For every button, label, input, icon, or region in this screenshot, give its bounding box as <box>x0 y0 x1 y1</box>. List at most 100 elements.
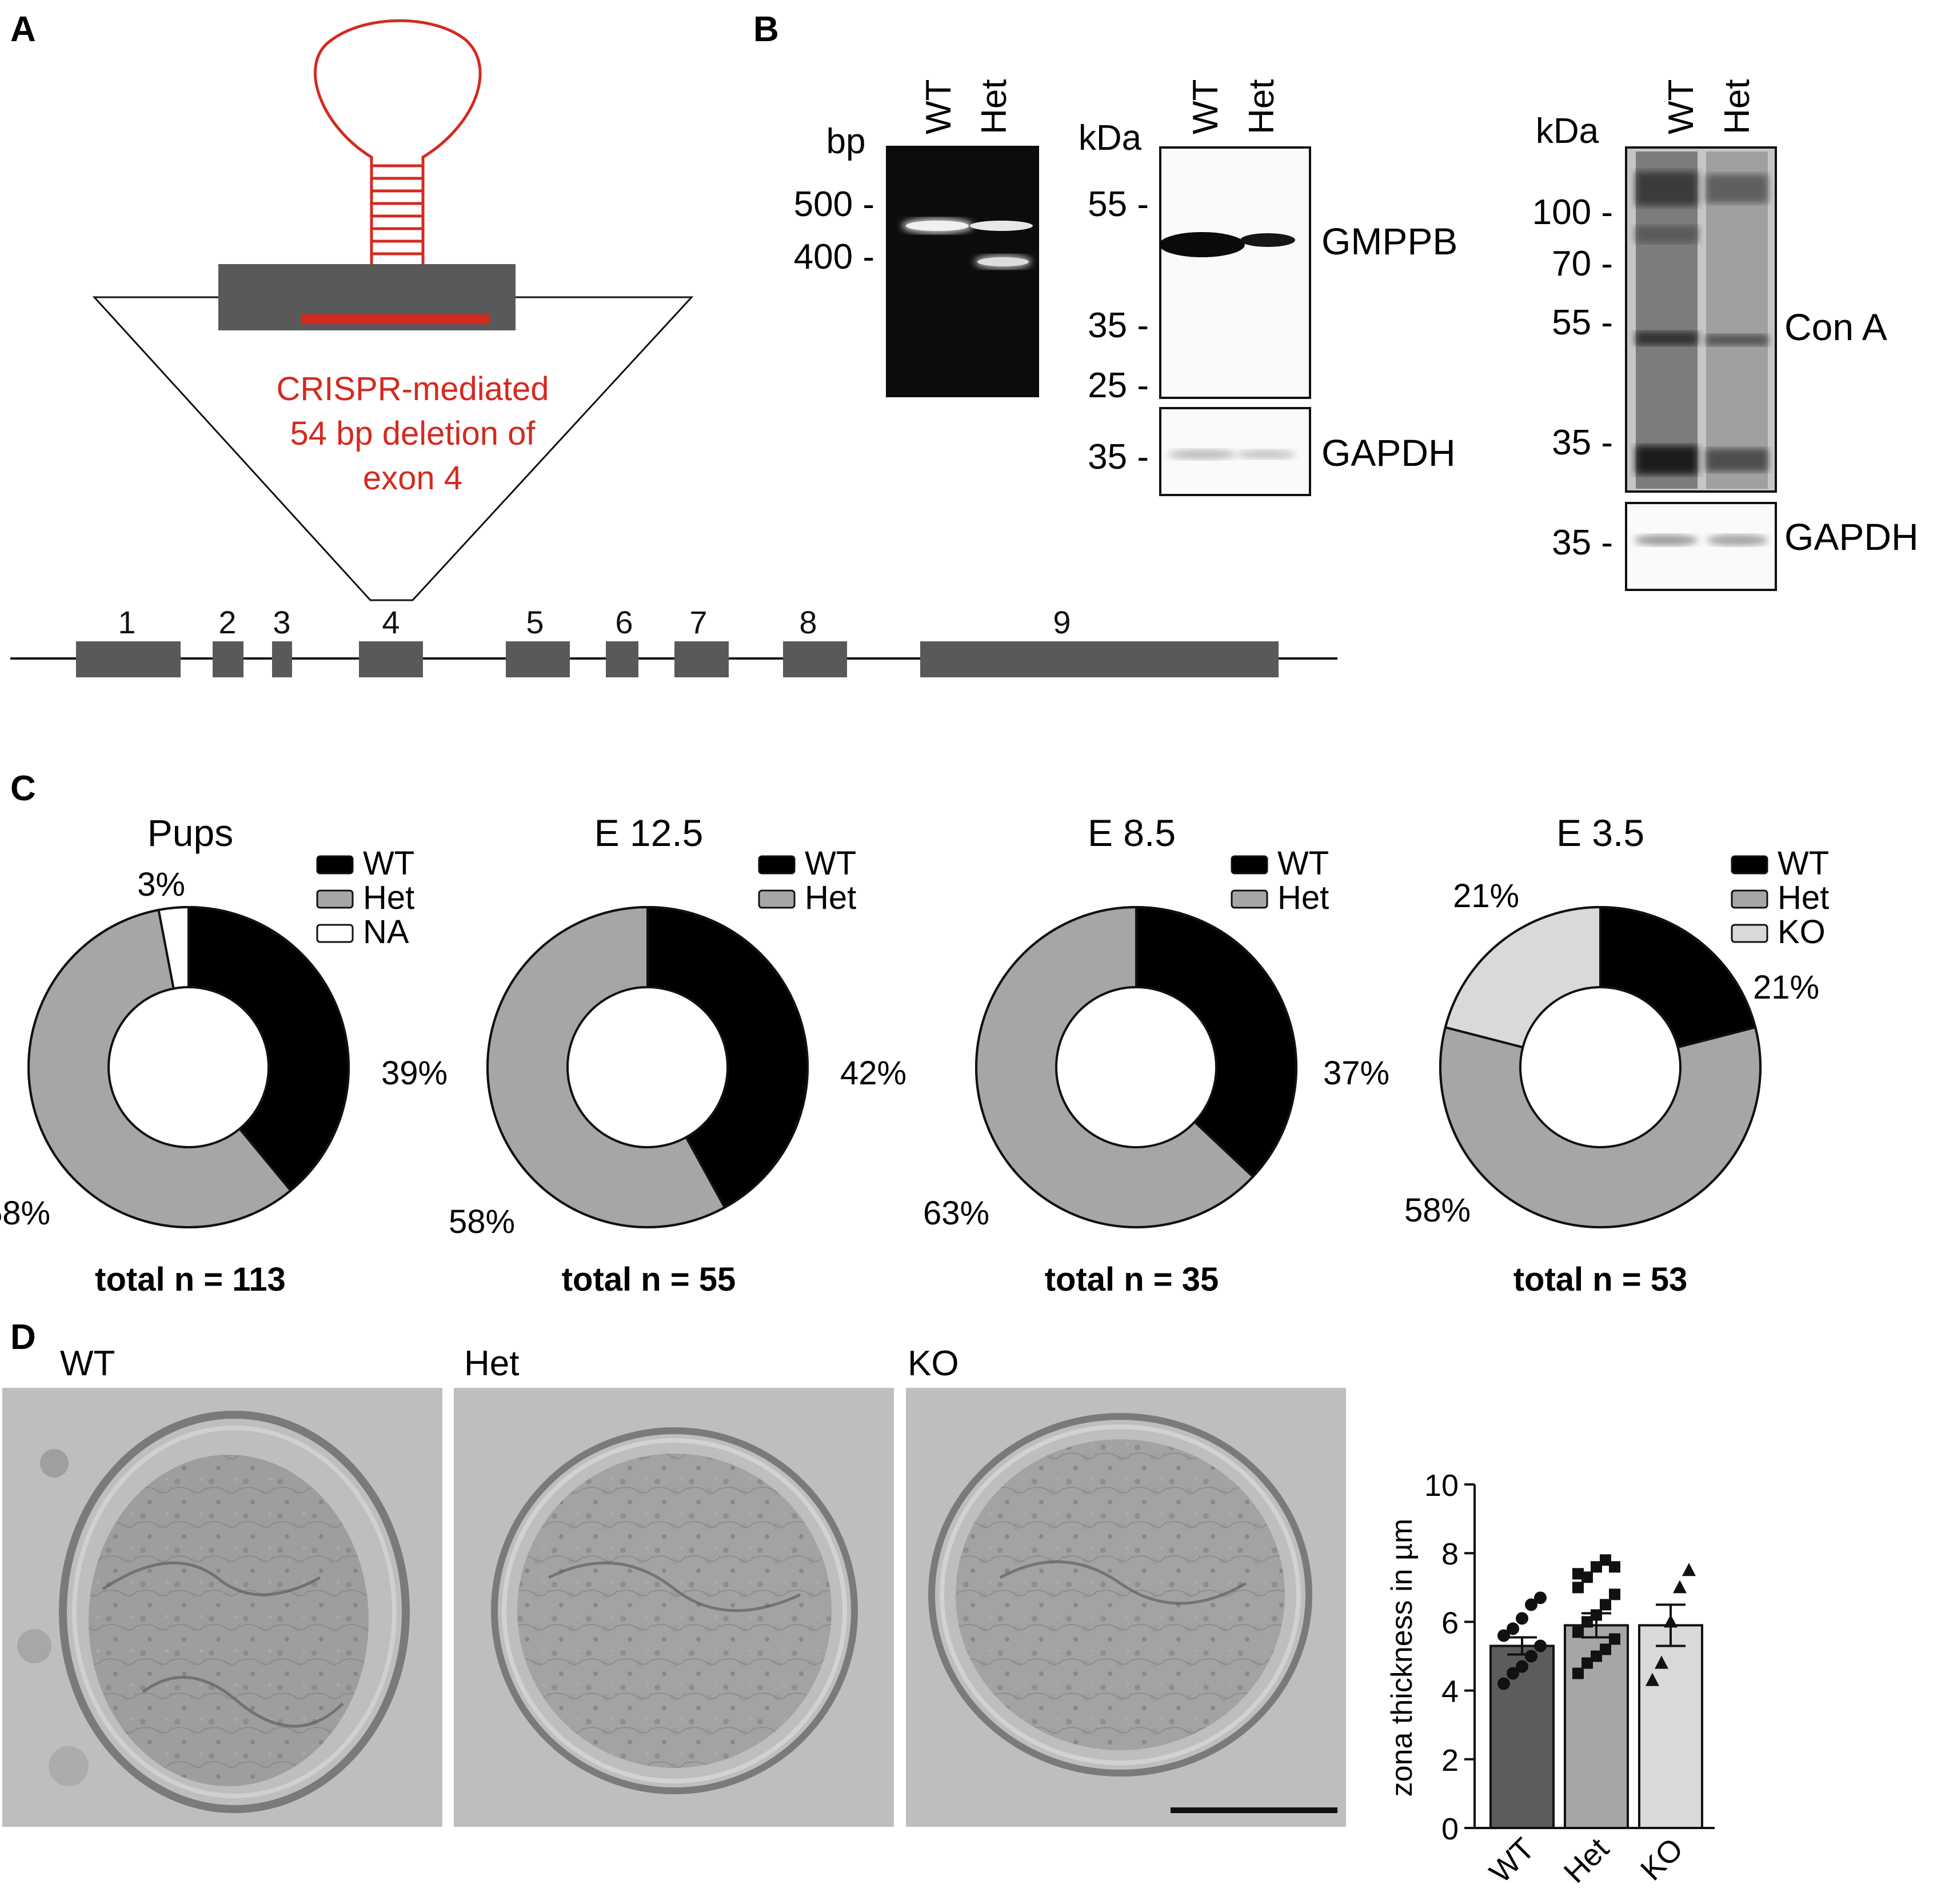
data-point <box>1507 1622 1519 1635</box>
wb1-unit: kDa <box>1079 118 1142 158</box>
data-point <box>1525 1598 1537 1611</box>
data-point <box>1591 1650 1602 1662</box>
donut-slice <box>1439 1025 1762 1229</box>
slice-label: 37% <box>1323 1055 1389 1092</box>
panel-d: D WT Het KO <box>2 1318 1715 1890</box>
x-tick-label: Het <box>1557 1831 1616 1890</box>
x-tick-label: KO <box>1634 1831 1690 1887</box>
panel-a: A CRISPR-mediated 54 bp deletion of exon… <box>10 10 1337 677</box>
wb1-loading-label: GAPDH <box>1321 432 1456 474</box>
gel-marker-500: 500 - <box>794 185 874 224</box>
micrograph-label-ko: KO <box>908 1344 959 1383</box>
exon-label: 7 <box>689 604 707 640</box>
data-point <box>1497 1629 1510 1642</box>
data-point <box>1591 1561 1602 1573</box>
exon-9 <box>920 641 1279 677</box>
deletion-annotation-line3: exon 4 <box>363 460 462 497</box>
wb2-band <box>1706 174 1768 203</box>
donut-title: Pups <box>147 812 233 854</box>
wb1-marker-25: 25 - <box>1088 366 1149 405</box>
wb2-marker-100: 100 - <box>1532 193 1613 232</box>
panel-label-b: B <box>753 10 779 49</box>
exon-1 <box>76 641 181 677</box>
micrograph-ko <box>906 1388 1346 1827</box>
legend-label: Het <box>1277 879 1329 916</box>
wb1-membrane <box>1159 146 1311 399</box>
donut-outline <box>975 906 1297 1228</box>
y-axis-label: zona thickness in µm <box>1385 1519 1419 1797</box>
wb1-loading-band <box>1168 449 1236 460</box>
wb2-marker-55: 55 - <box>1552 303 1613 342</box>
y-tick-label: 6 <box>1441 1606 1459 1640</box>
gel-lane-label-wt: WT <box>919 79 958 134</box>
data-point <box>1572 1626 1584 1638</box>
wb2-loading-label: GAPDH <box>1784 516 1919 558</box>
data-point <box>1646 1673 1659 1686</box>
gel-band <box>906 221 969 231</box>
donut-title: E 8.5 <box>1088 812 1176 854</box>
wb2-loading-band <box>1707 534 1768 546</box>
data-point <box>1581 1657 1593 1669</box>
slice-label: 58% <box>1404 1192 1471 1229</box>
total-n-label: total n = 113 <box>95 1261 286 1298</box>
exon-8 <box>783 641 847 677</box>
exon-label: 1 <box>118 604 135 640</box>
legend-swatch <box>1731 924 1768 943</box>
data-point <box>1507 1667 1519 1680</box>
wb2-loading-membrane <box>1625 502 1777 591</box>
slice-label: 21% <box>1753 969 1819 1006</box>
legend-label: Het <box>363 879 414 916</box>
exon-label: 2 <box>218 604 236 640</box>
data-point <box>1655 1655 1668 1669</box>
donut-outline <box>1439 906 1762 1228</box>
panel-label-a: A <box>10 10 36 49</box>
legend-swatch <box>758 889 796 909</box>
legend-label: WT <box>805 845 856 882</box>
wb2-lane-label-het: Het <box>1718 79 1757 134</box>
data-point <box>1497 1677 1510 1690</box>
y-tick-label: 8 <box>1441 1537 1459 1571</box>
legend-label: KO <box>1778 913 1826 951</box>
wb2-band <box>1636 171 1698 206</box>
exon-label: 6 <box>615 604 633 640</box>
data-point <box>1609 1633 1620 1645</box>
exon-2 <box>213 641 243 677</box>
legend-label: WT <box>1778 845 1829 882</box>
total-n-label: total n = 55 <box>562 1261 736 1298</box>
exon-label: 3 <box>273 604 290 640</box>
data-point <box>1600 1554 1611 1566</box>
exon-labels: 1 2 3 4 5 6 7 8 9 <box>118 604 1071 640</box>
deletion-annotation-line1: CRISPR-mediated <box>276 370 549 408</box>
data-point <box>1516 1660 1528 1673</box>
data-point <box>1516 1612 1528 1625</box>
panel-label-c: C <box>10 769 36 808</box>
bar <box>1564 1624 1629 1829</box>
legend-swatch <box>1731 855 1768 875</box>
slice-label: 63% <box>923 1195 989 1232</box>
micrograph-wt <box>2 1388 442 1827</box>
exons <box>76 641 1279 677</box>
wb2-loading-marker: 35 - <box>1552 523 1613 562</box>
gel-band <box>970 221 1033 231</box>
exon-7 <box>674 641 729 677</box>
gel-lane-label-het: Het <box>975 79 1014 134</box>
wb1-loading-marker: 35 - <box>1088 437 1149 477</box>
deletion-bar <box>302 314 489 324</box>
slice-label: 3% <box>137 866 185 903</box>
data-point <box>1682 1563 1696 1576</box>
data-point <box>1525 1650 1537 1663</box>
slice-label: 21% <box>1453 877 1519 915</box>
wb2-marker-70: 70 - <box>1552 244 1613 284</box>
wb1-marker-55: 55 - <box>1088 185 1149 224</box>
legend-label: Het <box>805 879 856 916</box>
wb2-band <box>1706 449 1768 472</box>
y-tick-label: 2 <box>1441 1743 1459 1778</box>
wb2-lane-label-wt: WT <box>1662 79 1701 134</box>
legend-swatch <box>1731 889 1768 909</box>
data-point <box>1609 1588 1620 1600</box>
wb2-loading-band <box>1634 534 1698 546</box>
